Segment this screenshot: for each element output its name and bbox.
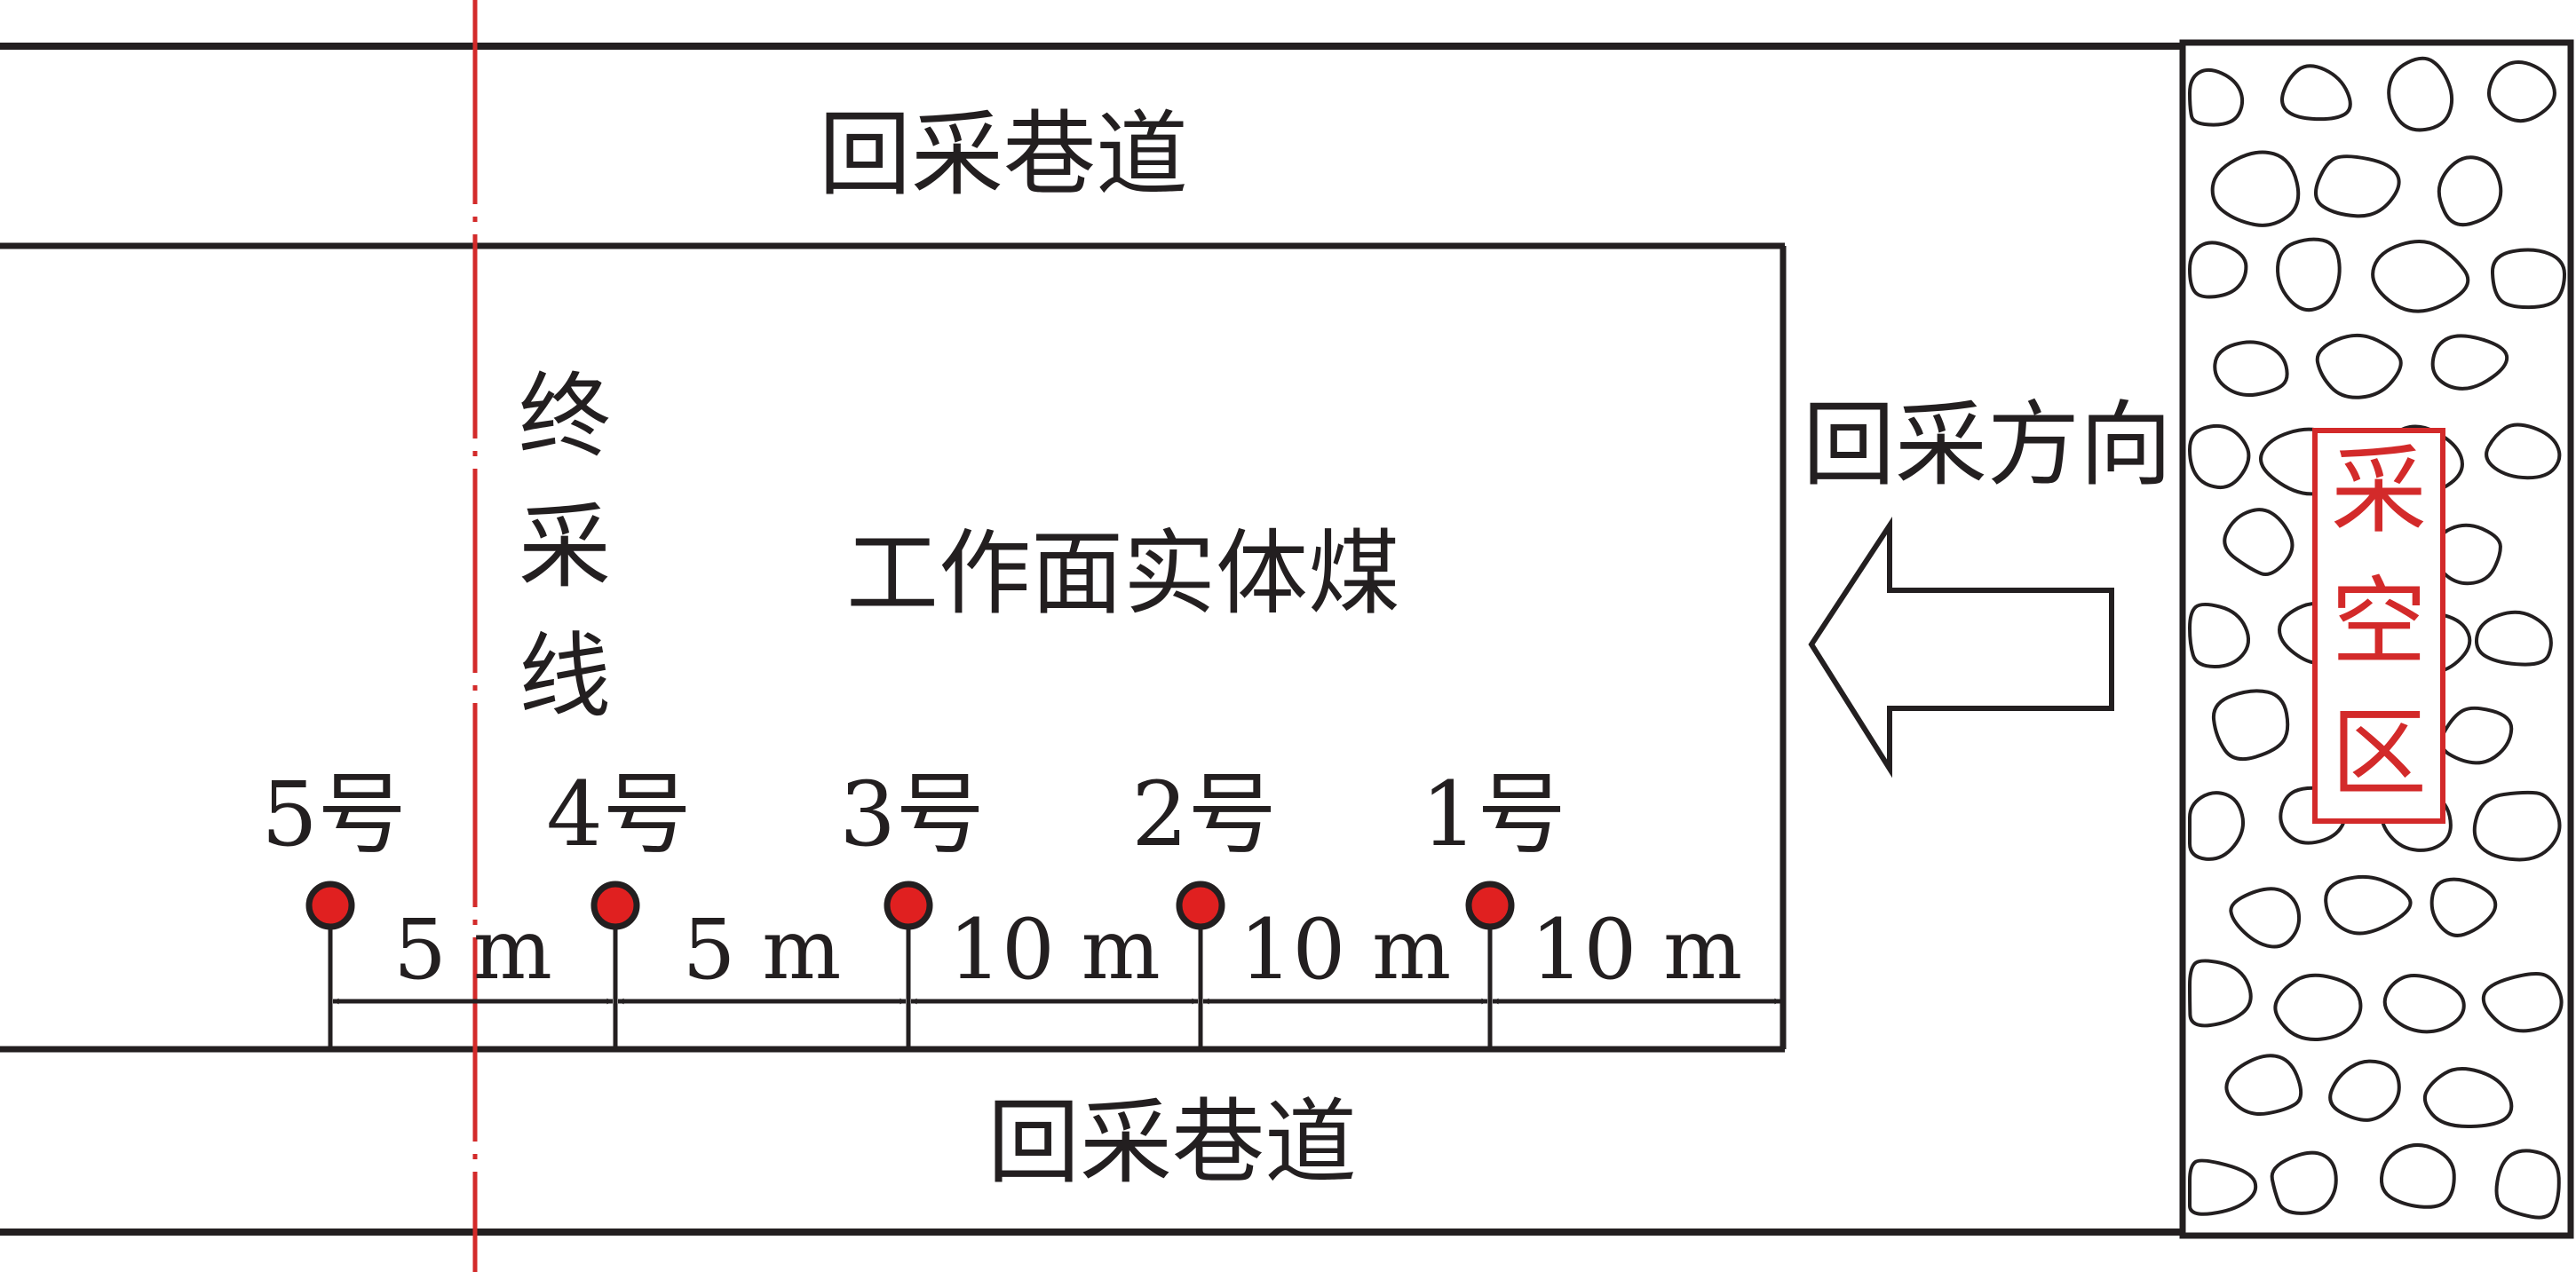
rubble-stone-41	[2328, 1059, 2401, 1122]
final-line-char-1: 终	[519, 362, 611, 470]
mining-direction-label: 回采方向	[1803, 391, 2172, 499]
rubble-stone-14	[2430, 334, 2509, 391]
rubble-stone-10	[2371, 240, 2470, 313]
rubble-stone-15	[2187, 423, 2251, 490]
rubble-stone-11	[2490, 248, 2567, 310]
final-line-char-2: 采	[519, 493, 611, 601]
roadway-top-label: 回采巷道	[819, 100, 1188, 209]
rubble-stone-37	[2273, 973, 2363, 1041]
working-face-label: 工作面实体煤	[846, 519, 1400, 628]
rubble-stone-8	[2187, 241, 2248, 299]
spacing-label-4: 10 m	[1240, 902, 1452, 999]
goaf-label-char-2: 空	[2331, 567, 2427, 678]
rubble-stone-35	[2429, 877, 2498, 937]
rubble-stone-38	[2382, 974, 2466, 1034]
monitoring-stations: 5号 4号 3号 2号 1号	[261, 762, 1566, 1049]
rubble-stone-3	[2387, 56, 2454, 132]
rubble-stone-39	[2481, 972, 2564, 1033]
rubble-stone-40	[2224, 1054, 2303, 1117]
station-label-2: 2号	[1131, 762, 1277, 866]
rubble-stone-13	[2315, 333, 2403, 399]
rubble-stone-34	[2324, 874, 2413, 936]
rubble-stone-42	[2422, 1067, 2514, 1129]
rubble-stone-9	[2276, 237, 2342, 312]
station-marker-2	[1176, 881, 1225, 930]
goaf-label-char-1: 采	[2331, 436, 2427, 547]
station-marker-4	[590, 881, 640, 930]
rubble-stone-36	[2187, 959, 2253, 1028]
goaf-label-char-3: 区	[2331, 699, 2427, 810]
rubble-stone-26	[2211, 689, 2290, 762]
rubble-stone-2	[2280, 64, 2352, 122]
rubble-stone-19	[2223, 508, 2295, 576]
spacing-label-1: 5 m	[393, 902, 552, 999]
rubble-stone-22	[2187, 602, 2251, 669]
spacing-dimensions: 5 m 5 m 10 m 10 m 10 m	[332, 902, 1781, 1005]
goaf-label-box	[2312, 428, 2445, 824]
rubble-stone-18	[2485, 423, 2562, 480]
rubble-stone-4	[2486, 60, 2556, 123]
rubble-stone-6	[2313, 154, 2401, 218]
goaf-area: 采 空 区	[2179, 39, 2574, 1239]
station-label-3: 3号	[839, 762, 985, 866]
mining-direction-arrow-icon	[1808, 516, 2114, 778]
spacing-label-3: 10 m	[948, 902, 1161, 999]
rubble-stone-46	[2494, 1149, 2561, 1220]
station-marker-3	[884, 881, 933, 930]
station-marker-1	[1465, 881, 1515, 930]
spacing-label-5: 10 m	[1531, 902, 1743, 999]
rubble-stone-5	[2210, 150, 2301, 227]
rubble-stone-45	[2380, 1142, 2456, 1209]
rubble-stone-7	[2437, 155, 2503, 227]
spacing-label-2: 5 m	[683, 902, 842, 999]
station-label-1: 1号	[1421, 762, 1566, 866]
rubble-stone-33	[2229, 887, 2302, 949]
station-label-5: 5号	[261, 762, 407, 866]
rubble-stone-25	[2475, 610, 2553, 667]
final-line-char-3: 线	[519, 622, 611, 731]
rubble-stone-1	[2187, 67, 2245, 127]
rubble-stone-43	[2188, 1158, 2258, 1216]
roadway-bottom-label: 回采巷道	[987, 1088, 1357, 1197]
rubble-stone-12	[2213, 340, 2289, 398]
rubble-stone-32	[2472, 790, 2562, 862]
station-label-4: 4号	[546, 762, 692, 866]
rubble-stone-44	[2270, 1150, 2338, 1215]
station-marker-5	[305, 881, 355, 930]
rubble-stone-29	[2188, 791, 2246, 861]
